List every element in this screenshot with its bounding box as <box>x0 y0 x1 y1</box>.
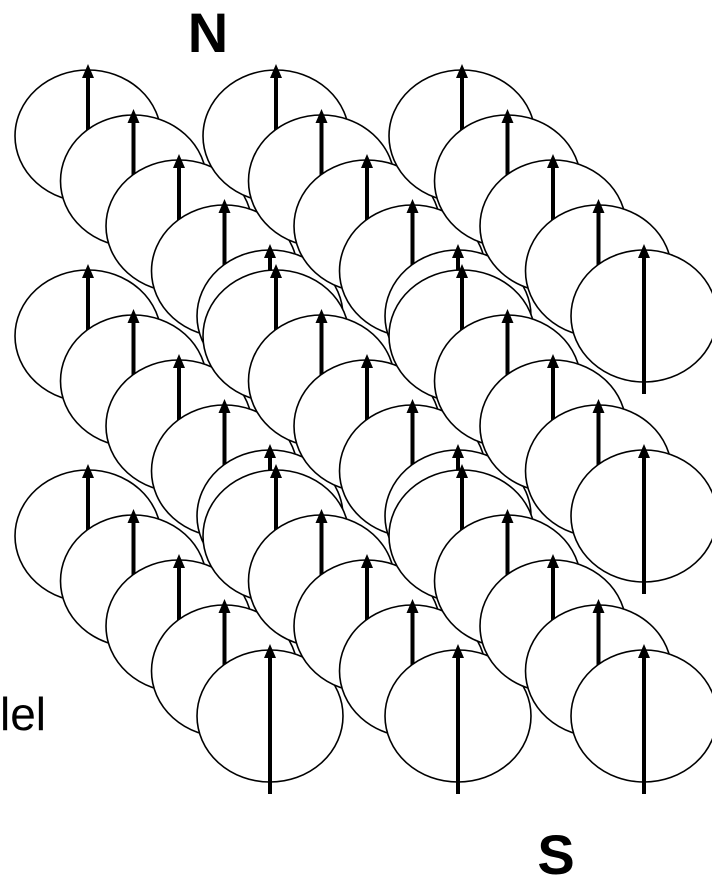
north-pole-label: N <box>188 1 228 64</box>
south-pole-label: S <box>537 823 574 882</box>
dipole-circle <box>571 250 712 382</box>
dipole-circle <box>571 450 712 582</box>
dipole-circle <box>571 650 712 782</box>
dipole-array <box>15 64 712 794</box>
cut-off-label: lel <box>0 688 46 740</box>
